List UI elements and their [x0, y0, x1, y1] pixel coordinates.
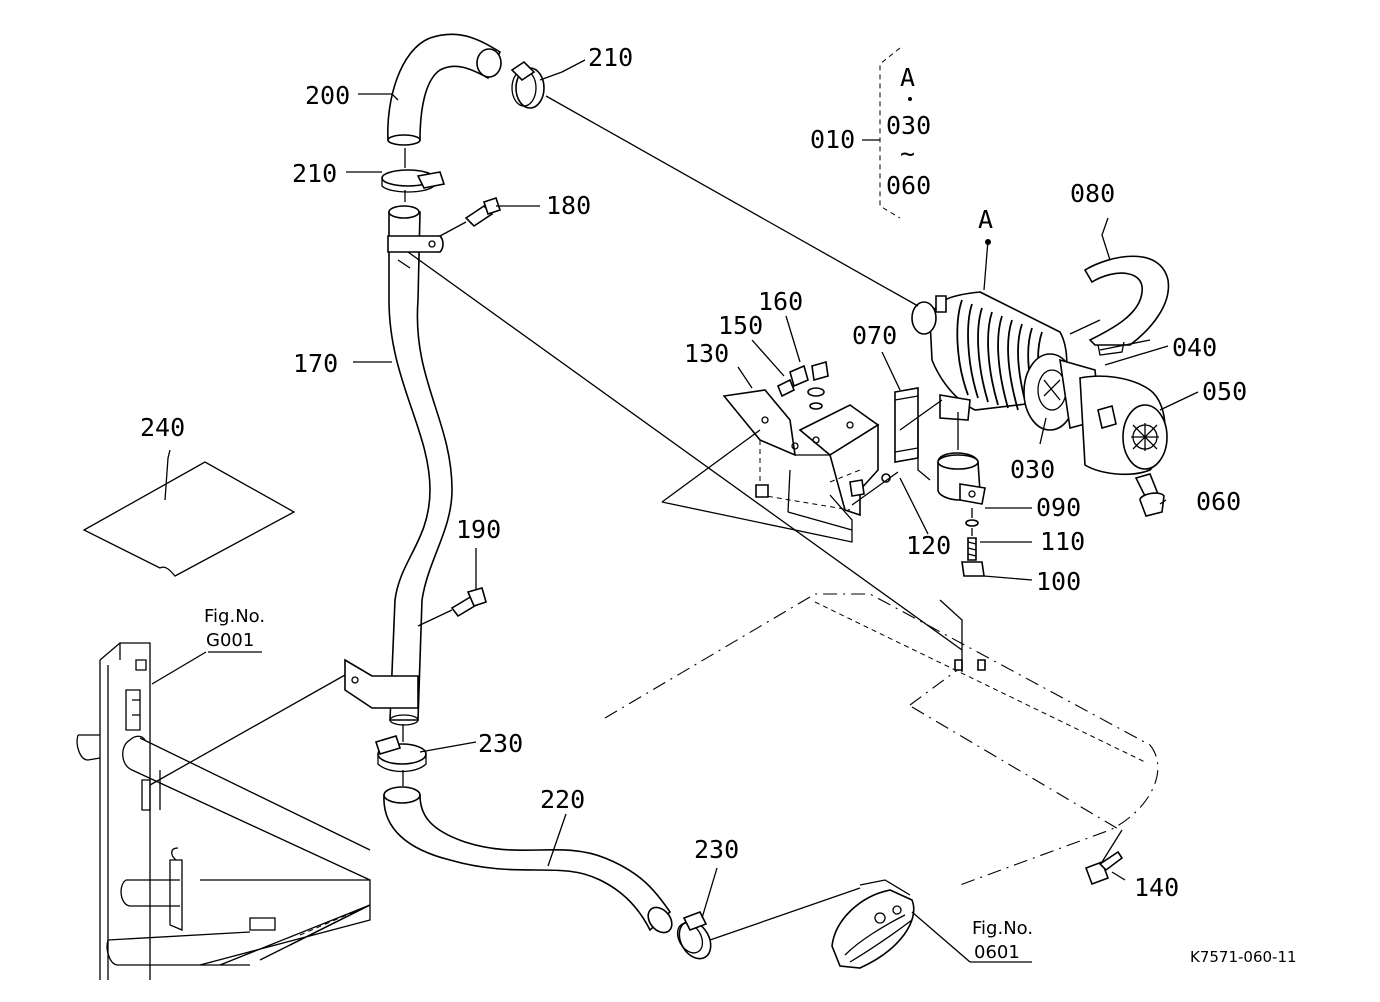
label-set-a: A — [900, 63, 915, 92]
label-190: 190 — [456, 515, 501, 544]
label-220: 220 — [540, 785, 585, 814]
figure-references: Fig.No. G001 Fig.No. 0601 — [204, 606, 1033, 963]
label-230-left: 230 — [478, 729, 523, 758]
part-210-clamp-lower — [381, 169, 446, 193]
label-010: 010 — [810, 125, 855, 154]
part-240-sheet — [82, 461, 296, 577]
label-110: 110 — [1040, 527, 1085, 556]
leader-lines — [151, 59, 1199, 963]
label-120: 120 — [906, 531, 951, 560]
label-080: 080 — [1070, 179, 1115, 208]
label-210-lower: 210 — [292, 159, 337, 188]
ref-0601-line1: Fig.No. — [972, 918, 1033, 939]
label-170: 170 — [293, 349, 338, 378]
part-190-bolt — [450, 587, 487, 618]
label-100: 100 — [1036, 567, 1081, 596]
part-220-hose — [383, 786, 673, 934]
label-050: 050 — [1202, 377, 1247, 406]
label-set-060: 060 — [886, 171, 931, 200]
label-140: 140 — [1134, 873, 1179, 902]
label-040: 040 — [1172, 333, 1217, 362]
ref-g001-line2: G001 — [206, 630, 254, 651]
part-230-clamp-right — [676, 910, 712, 960]
ref-0601-line2: 0601 — [974, 942, 1020, 963]
cover-outline — [604, 593, 1159, 886]
label-030: 030 — [1010, 455, 1055, 484]
label-060: 060 — [1196, 487, 1241, 516]
part-200-hose — [387, 33, 502, 146]
part-170-pipe — [344, 205, 453, 726]
part-180-bolt — [464, 196, 502, 228]
label-210-top: 210 — [588, 43, 633, 72]
part-140-bolt — [1084, 850, 1124, 886]
part-210-clamp-top — [510, 60, 545, 109]
assembly-lines — [149, 95, 1151, 941]
part-labels: 200 210 210 180 010 A 030 ~ 060 A 080 16… — [140, 43, 1247, 902]
intake-manifold-0601 — [831, 879, 915, 969]
label-240: 240 — [140, 413, 185, 442]
bracket-assembly — [722, 360, 919, 517]
label-130: 130 — [684, 339, 729, 368]
label-160: 160 — [758, 287, 803, 316]
label-200: 200 — [305, 81, 350, 110]
label-070: 070 — [852, 321, 897, 350]
air-cleaner-assembly — [911, 255, 1170, 577]
drawing-code: K7571-060-11 — [1190, 948, 1297, 966]
label-set-tilde: ~ — [900, 139, 915, 168]
label-180: 180 — [546, 191, 591, 220]
cover-studs — [954, 659, 986, 671]
label-090: 090 — [1036, 493, 1081, 522]
label-150: 150 — [718, 311, 763, 340]
set-bracket-010 — [862, 47, 901, 219]
label-set-030: 030 — [886, 111, 931, 140]
part-230-clamp-left — [374, 735, 427, 773]
ref-g001-line1: Fig.No. — [204, 606, 265, 627]
label-230-right: 230 — [694, 835, 739, 864]
frame-structure — [76, 642, 371, 980]
label-a: A — [978, 205, 993, 234]
